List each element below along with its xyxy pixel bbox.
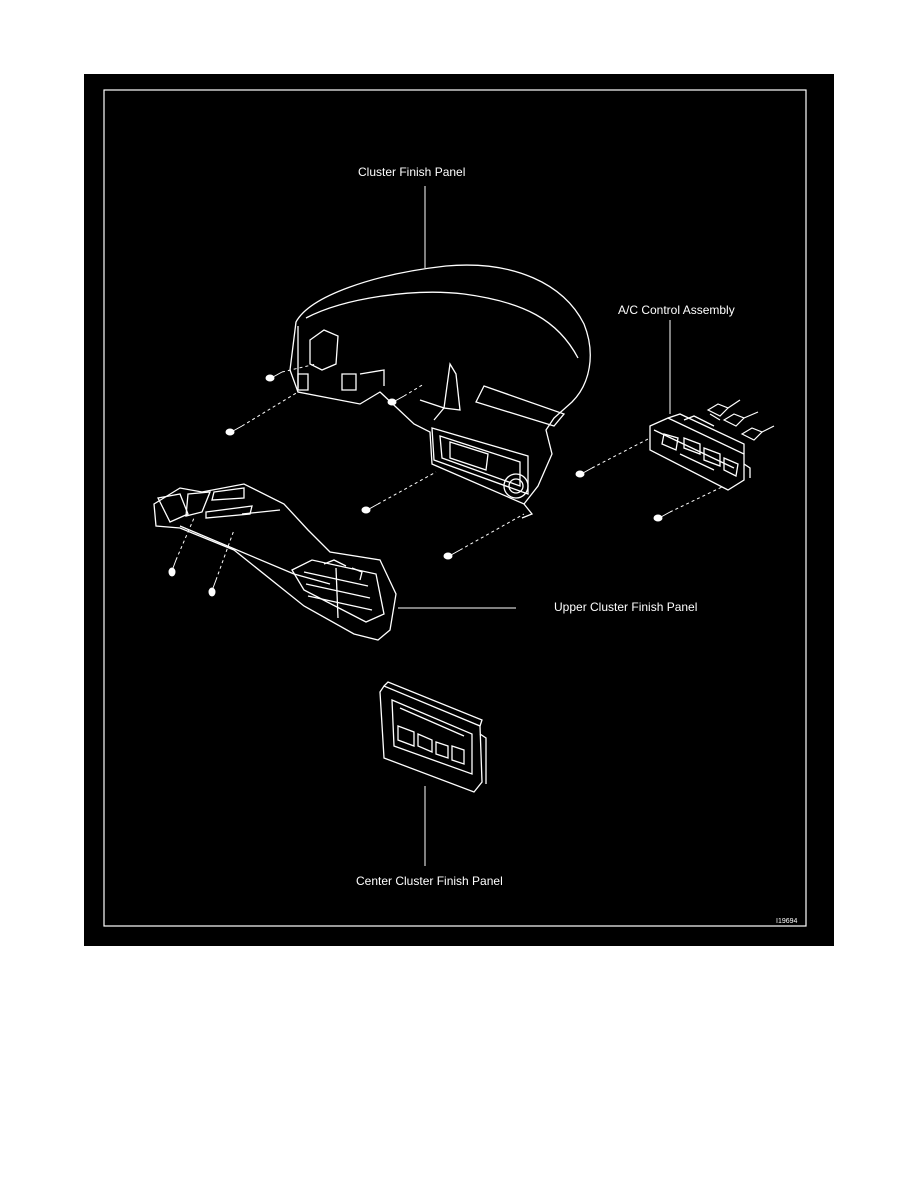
upper-cluster-finish-panel xyxy=(153,483,397,641)
screw-8 xyxy=(168,559,177,577)
ac-control-assembly xyxy=(649,413,751,491)
screw-4 xyxy=(361,503,379,514)
screw-9 xyxy=(208,579,217,597)
label-ac-control-assembly: A/C Control Assembly xyxy=(618,303,735,317)
leader-lines xyxy=(398,186,671,866)
screw-2 xyxy=(225,425,243,436)
diagram-canvas: Cluster Finish Panel A/C Control Assembl… xyxy=(103,89,807,927)
ac-harness-connectors xyxy=(706,399,775,441)
screw-1 xyxy=(265,371,283,382)
screw-3 xyxy=(387,395,405,406)
label-center-cluster-finish-panel: Center Cluster Finish Panel xyxy=(356,874,503,888)
label-upper-cluster-finish-panel: Upper Cluster Finish Panel xyxy=(554,600,697,614)
label-cluster-finish-panel: Cluster Finish Panel xyxy=(358,165,465,179)
exploded-view-diagram: Cluster Finish Panel A/C Control Assembl… xyxy=(84,74,834,946)
mounting-screws xyxy=(168,371,671,597)
screw-6 xyxy=(575,467,593,478)
screw-5 xyxy=(443,549,461,560)
center-cluster-finish-panel xyxy=(379,681,487,793)
inner-frame xyxy=(103,89,807,927)
figure-code: I19694 xyxy=(776,918,798,925)
cluster-finish-panel xyxy=(289,264,591,519)
screw-7 xyxy=(653,511,671,522)
fastener-paths xyxy=(175,363,725,581)
